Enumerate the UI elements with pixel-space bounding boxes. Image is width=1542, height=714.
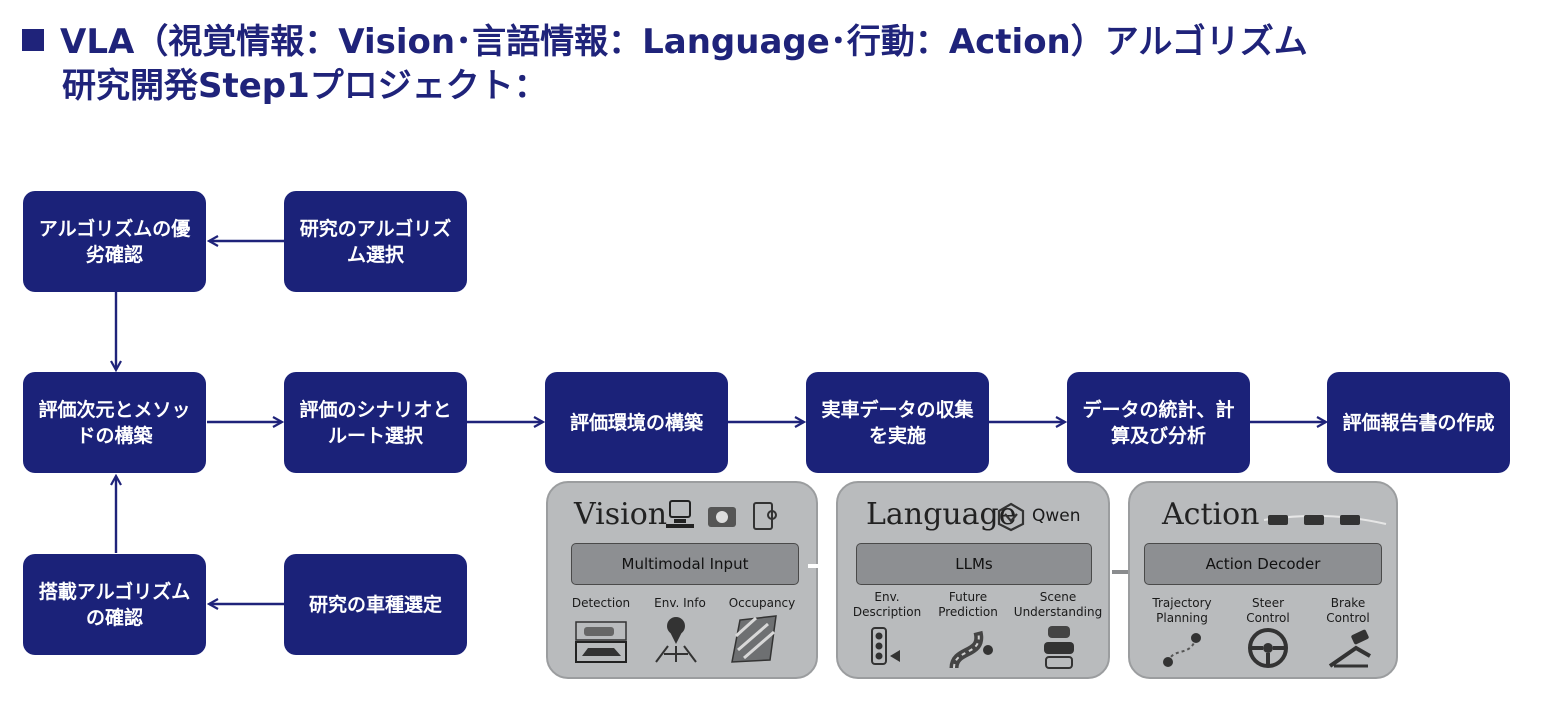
camera-icon: [666, 500, 777, 530]
page-title: VLA（視覚情報：Vision･言語情報：Language･行動：Action）…: [22, 20, 1308, 108]
road-icon: [949, 630, 993, 669]
occupancy-map-icon: [731, 615, 777, 663]
action-title: Action: [1162, 497, 1260, 532]
language-bar: LLMs: [856, 543, 1092, 585]
box-eval-environment: 評価環境の構築: [545, 372, 728, 473]
box-report: 評価報告書の作成: [1327, 372, 1510, 473]
box-data-collection: 実車データの収集を実施: [806, 372, 989, 473]
language-title-text: Language: [866, 497, 1017, 532]
vision-item-detection: Detection: [571, 596, 631, 610]
language-title: Language: [866, 497, 1017, 532]
language-brand: Qwen: [1032, 506, 1081, 526]
box-vehicle-select: 研究の車種選定: [284, 554, 467, 655]
box-onboard-algorithm: 搭載アルゴリズムの確認: [23, 554, 206, 655]
qwen-logo-icon: [997, 502, 1025, 532]
map-pin-icon: [655, 617, 697, 663]
steering-wheel-icon: [1248, 628, 1288, 668]
box-eval-dimension: 評価次元とメソッドの構築: [23, 372, 206, 473]
token-chain-icon: [1263, 514, 1387, 525]
language-item-env-description: Env.Description: [852, 590, 922, 619]
vehicles-icon: [1044, 626, 1074, 669]
action-bar: Action Decoder: [1144, 543, 1382, 585]
vision-item-occupancy: Occupancy: [728, 596, 796, 610]
vision-title: Vision: [574, 497, 668, 532]
box-algorithm-compare: アルゴリズムの優劣確認: [23, 191, 206, 292]
box-algorithm-select: 研究のアルゴリズム選択: [284, 191, 467, 292]
trajectory-icon: [1163, 633, 1201, 667]
box-scenario-route: 評価のシナリオとルート選択: [284, 372, 467, 473]
vision-bar: Multimodal Input: [571, 543, 799, 585]
title-line-1: VLA（視覚情報：Vision･言語情報：Language･行動：Action）…: [60, 22, 1308, 62]
brake-pedal-icon: [1328, 629, 1371, 668]
title-line-2: 研究開発Step1プロジェクト：: [62, 66, 548, 106]
car-icon: [575, 621, 627, 663]
traffic-light-icon: [871, 627, 900, 665]
box-data-statistics: データの統計、計算及び分析: [1067, 372, 1250, 473]
vision-item-env-info: Env. Info: [654, 596, 706, 610]
title-bullet-icon: [22, 29, 44, 51]
